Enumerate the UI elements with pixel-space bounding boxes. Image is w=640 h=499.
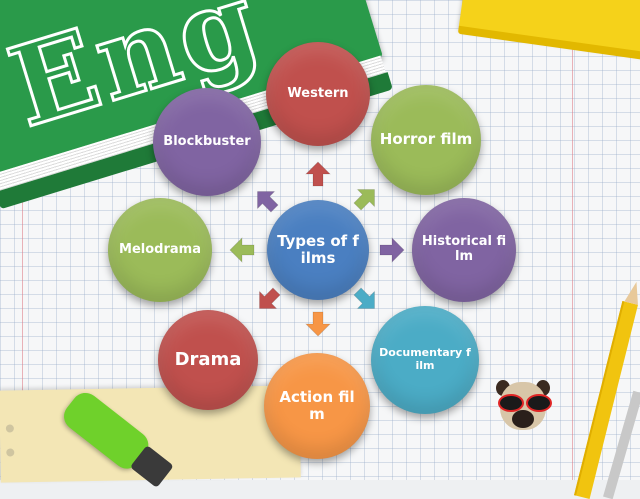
- node-historical: Historical film: [412, 198, 516, 302]
- arrow-icon: [379, 237, 405, 263]
- node-horror-label: Horror film: [379, 130, 473, 149]
- node-action-label: Action film: [279, 387, 355, 423]
- arrow-icon: [305, 161, 331, 187]
- arrow-icon: [353, 287, 375, 309]
- node-documentary: Documentary film: [371, 306, 479, 414]
- arrow-icon: [257, 191, 279, 213]
- node-melodrama-label: Melodrama: [119, 241, 201, 257]
- node-blockbuster: Blockbuster: [153, 88, 261, 196]
- arrow-icon: [305, 311, 331, 337]
- sunglasses-icon: [492, 394, 554, 412]
- node-historical-label: Historical film: [421, 234, 507, 264]
- arrow-icon: [229, 237, 255, 263]
- arrow-icon: [259, 287, 281, 309]
- center-node-types-of-films: Types of films: [267, 200, 369, 300]
- node-western-label: Western: [287, 85, 349, 101]
- node-documentary-label: Documentary film: [379, 346, 471, 372]
- node-drama: Drama: [158, 310, 258, 410]
- pug-with-glasses-image: [490, 378, 556, 432]
- node-western: Western: [266, 42, 370, 146]
- margin-line: [22, 0, 23, 480]
- node-action: Action film: [264, 353, 370, 459]
- margin-line: [572, 0, 573, 480]
- dog-muzzle: [512, 410, 534, 428]
- node-melodrama: Melodrama: [108, 198, 212, 302]
- node-horror: Horror film: [371, 85, 481, 195]
- arrow-icon: [353, 189, 375, 211]
- center-node-label: Types of films: [277, 231, 359, 267]
- node-drama-label: Drama: [174, 348, 242, 370]
- node-blockbuster-label: Blockbuster: [163, 133, 251, 149]
